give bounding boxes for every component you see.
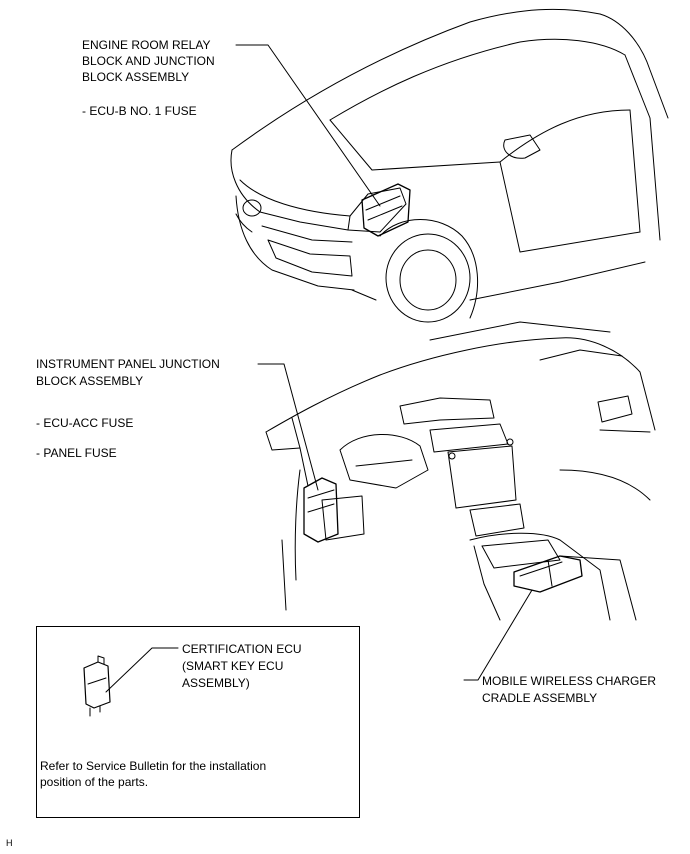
engine-relay-label-line1: ENGINE ROOM RELAY	[82, 38, 211, 52]
corner-mark: H	[6, 838, 13, 848]
note-line-2: position of the parts.	[40, 775, 149, 789]
engine-fuse-label: - ECU-B NO. 1 FUSE	[82, 104, 197, 118]
cert-ecu-label-line2: (SMART KEY ECU	[182, 659, 284, 673]
cert-ecu-label-line3: ASSEMBLY)	[182, 676, 250, 690]
certification-ecu-illustration	[83, 655, 111, 717]
engine-relay-label-line2: BLOCK AND JUNCTION	[82, 54, 215, 68]
ip-junction-label-line2: BLOCK ASSEMBLY	[36, 374, 144, 388]
dashboard-illustration	[265, 321, 656, 621]
cert-ecu-label-line1: CERTIFICATION ECU	[182, 642, 302, 656]
ip-junction-label-line1: INSTRUMENT PANEL JUNCTION	[36, 357, 220, 371]
car-front-illustration	[230, 8, 669, 323]
ip-fuse-label-1: - ECU-ACC FUSE	[36, 416, 134, 430]
ip-fuse-label-2: - PANEL FUSE	[36, 446, 117, 460]
certification-ecu-box	[36, 626, 360, 818]
engine-relay-label-line3: BLOCK ASSEMBLY	[82, 70, 190, 84]
charger-label-line2: CRADLE ASSEMBLY	[482, 691, 598, 705]
note-line-1: Refer to Service Bulletin for the instal…	[40, 759, 267, 773]
charger-label-line1: MOBILE WIRELESS CHARGER	[482, 674, 657, 688]
